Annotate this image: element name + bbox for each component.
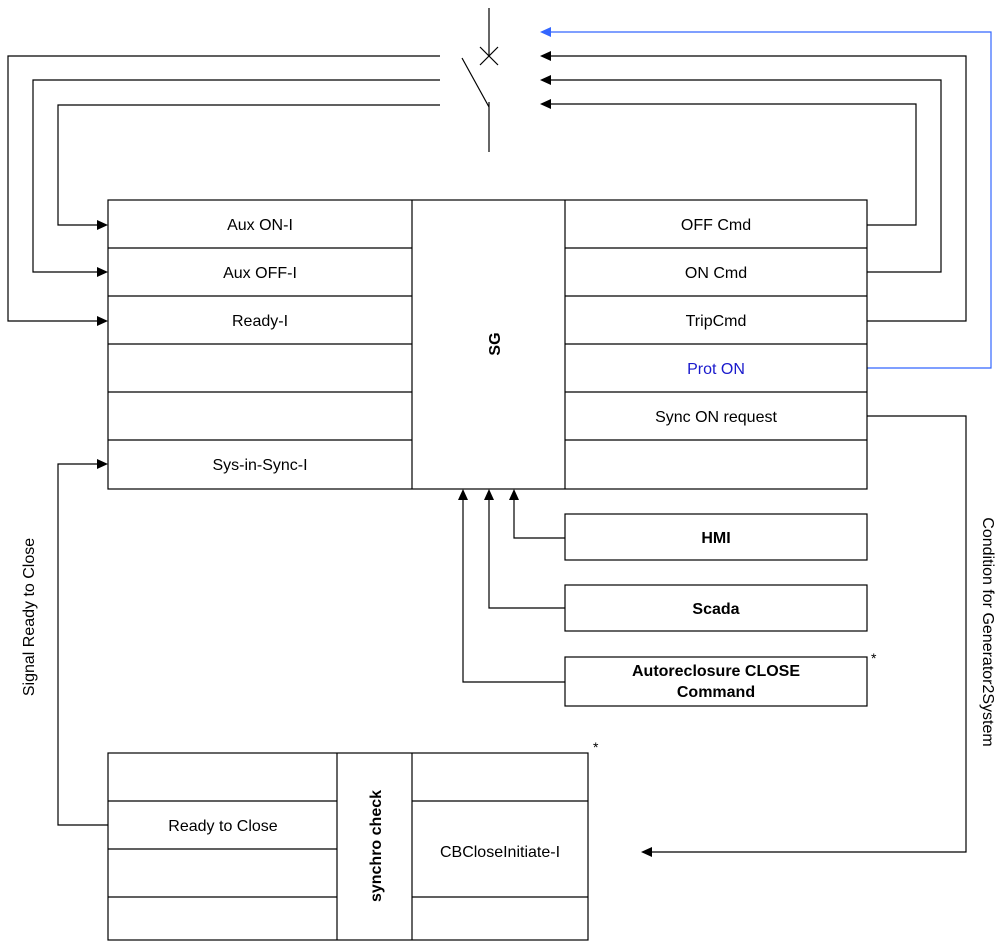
autoreclosure-label-line2: Command: [677, 684, 755, 701]
aux-on-feedback-line: [57, 104, 440, 230]
sg-block: SG Aux ON-I Aux OFF-I Ready-I Sys-in-Syn…: [107, 199, 868, 490]
ready-to-close-label: Ready to Close: [168, 818, 277, 835]
cb-close-initiate-label: CBCloseInitiate-I: [440, 844, 560, 861]
sg-output-off-cmd: OFF Cmd: [681, 217, 751, 234]
signal-ready-to-close-label: Signal Ready to Close: [21, 538, 38, 696]
condition-generator2system-label: Condition for Generator2System: [979, 517, 996, 746]
hmi-box: HMI: [564, 513, 868, 561]
aux-off-feedback-line: [32, 79, 440, 277]
sg-output-prot-on: Prot ON: [687, 361, 745, 378]
sync-on-request-line: [641, 415, 967, 857]
ready-to-close-line: [57, 459, 108, 826]
circuit-breaker-symbol: [461, 8, 499, 152]
autoreclosure-label-line1: Autoreclosure CLOSE: [632, 663, 800, 680]
sg-input-aux-on: Aux ON-I: [227, 217, 293, 234]
hmi-label: HMI: [701, 530, 730, 547]
prot-on-line: [540, 27, 992, 369]
hmi-line: [509, 489, 565, 539]
sg-input-aux-off: Aux OFF-I: [223, 265, 297, 282]
sg-input-ready: Ready-I: [232, 313, 288, 330]
autoreclosure-asterisk: *: [871, 650, 877, 666]
ready-feedback-line: [7, 55, 440, 326]
scada-line: [484, 489, 565, 609]
sg-title: SG: [487, 332, 504, 355]
sg-output-trip-cmd: TripCmd: [686, 313, 747, 330]
sg-output-on-cmd: ON Cmd: [685, 265, 747, 282]
sg-output-sync-on-request: Sync ON request: [655, 409, 777, 426]
sg-input-sys-in-sync: Sys-in-Sync-I: [212, 457, 307, 474]
synchro-check-block: synchro check Ready to Close CBCloseInit…: [107, 739, 599, 941]
trip-cmd-line: [540, 51, 967, 322]
scada-label: Scada: [692, 601, 739, 618]
scada-box: Scada: [564, 584, 868, 632]
synchro-check-title: synchro check: [368, 790, 385, 902]
autoreclosure-line: [458, 489, 565, 683]
on-cmd-line: [540, 75, 942, 273]
synchro-check-asterisk: *: [593, 739, 599, 755]
autoreclosure-box: Autoreclosure CLOSE Command *: [564, 650, 877, 707]
off-cmd-line: [540, 99, 917, 226]
